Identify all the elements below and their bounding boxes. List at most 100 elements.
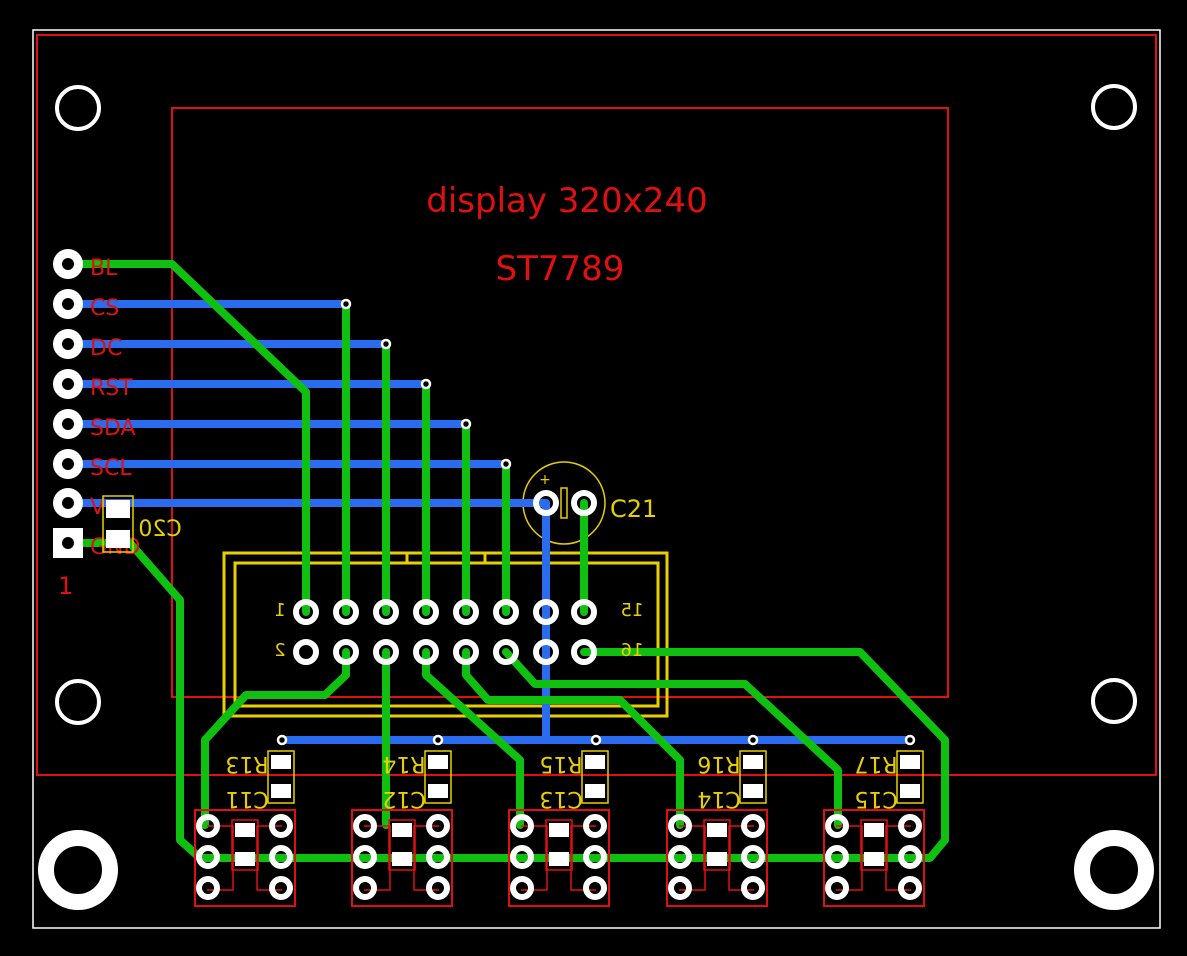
module-pad-icon — [583, 814, 607, 838]
trace-r17 — [502, 648, 842, 829]
display-title: display 320x240 — [426, 181, 707, 221]
mounting-holes — [38, 84, 1154, 910]
cap-outline — [703, 819, 731, 871]
resistor-label: R15 — [539, 751, 582, 776]
connector-pin-icon — [493, 639, 519, 665]
resistor-pad — [428, 755, 448, 769]
trace-bl — [64, 260, 310, 616]
module-pad-icon — [825, 876, 849, 900]
connector-pin-icon — [413, 639, 439, 665]
header-label-rst: RST — [90, 376, 133, 401]
module-pad-icon — [510, 814, 534, 838]
cap-outline — [860, 819, 888, 871]
cap-pad — [392, 823, 412, 837]
connector-label-pin1: 1 — [274, 600, 285, 621]
module-outline — [666, 809, 768, 907]
module-pad-icon — [269, 845, 293, 869]
resistor-label: R14 — [382, 751, 425, 776]
resistor-pad — [585, 755, 605, 769]
mounting-hole-icon — [1091, 678, 1137, 724]
pad-hole-icon — [62, 338, 74, 350]
connector-label-pin2: 2 — [274, 640, 285, 661]
trace-r13 — [201, 648, 350, 829]
header-label-sda: SDA — [90, 416, 136, 441]
module-pad-icon — [426, 845, 450, 869]
connector-pin-icon — [533, 639, 559, 665]
module-outline — [194, 809, 296, 907]
via-icon — [500, 458, 512, 470]
connector-outer — [222, 551, 669, 718]
pad-hole-icon — [62, 298, 74, 310]
resistor-outline — [424, 750, 452, 804]
c21-label: C21 — [610, 495, 657, 523]
module-pad-icon — [196, 814, 220, 838]
capacitor-label: C12 — [382, 786, 425, 811]
cap-outline — [545, 819, 573, 871]
cap-outline — [231, 819, 259, 871]
module-pad-icon — [510, 876, 534, 900]
connector-pin-icon — [413, 599, 439, 625]
blue-traces — [64, 300, 914, 744]
pin1-marker: 1 — [58, 572, 73, 600]
module-pad-icon — [583, 876, 607, 900]
module-pad-icon — [668, 814, 692, 838]
header-label-scl: SCL — [90, 456, 132, 481]
module-pad-icon — [741, 876, 765, 900]
trace-r16 — [462, 648, 684, 829]
board-outline — [32, 29, 1161, 929]
module-pad-icon — [898, 845, 922, 869]
connector-pin-icon — [571, 599, 597, 625]
mounting-hole-large-icon — [1074, 830, 1154, 910]
module-pad-icon — [196, 876, 220, 900]
capacitor-label: C14 — [697, 786, 740, 811]
connector-pin-icon — [333, 599, 359, 625]
connector-pin-row-bottom — [293, 639, 597, 665]
c20-pad-top — [106, 500, 130, 518]
resistor-pad — [271, 755, 291, 769]
module-pad-icon — [898, 876, 922, 900]
connector-pin-icon — [293, 639, 319, 665]
green-traces — [64, 260, 949, 862]
module-pad-icon — [825, 814, 849, 838]
connector-label-pin15: 15 — [621, 600, 644, 621]
module-pad-icon — [269, 876, 293, 900]
resistor-pad — [900, 784, 920, 798]
module-pad-icon — [426, 814, 450, 838]
header-label-cs: CS — [90, 296, 119, 321]
cap-pad — [707, 823, 727, 837]
resistor-pad — [743, 784, 763, 798]
connector-pin-row-top — [293, 599, 597, 625]
connector-pin-icon — [373, 639, 399, 665]
module-outline — [351, 809, 453, 907]
connector-pin-icon — [373, 599, 399, 625]
c21-pads — [533, 490, 597, 516]
module-pad-icon — [353, 876, 377, 900]
module-pad-icon — [668, 845, 692, 869]
via-icon — [276, 734, 288, 746]
resistor-outline — [739, 750, 767, 804]
mounting-hole-icon — [55, 679, 101, 725]
header-label-dc: DC — [90, 336, 122, 361]
module-outline — [823, 809, 925, 907]
via-icon — [432, 734, 444, 746]
pad-hole-icon — [62, 497, 74, 509]
via-icon — [904, 734, 916, 746]
module-pad-icon — [269, 814, 293, 838]
module-pad-icon — [353, 845, 377, 869]
pad-hole-icon — [62, 378, 74, 390]
resistor-outline — [896, 750, 924, 804]
module-pad-icon — [353, 814, 377, 838]
resistor-pad — [271, 784, 291, 798]
via-icon — [340, 298, 352, 310]
connector-label-pin16: 16 — [621, 640, 644, 661]
connector-pin-icon — [493, 599, 519, 625]
mounting-hole-icon — [1091, 84, 1137, 130]
via-icon — [420, 378, 432, 390]
display-controller: ST7789 — [496, 249, 625, 289]
c20-pad-bottom — [106, 530, 130, 548]
